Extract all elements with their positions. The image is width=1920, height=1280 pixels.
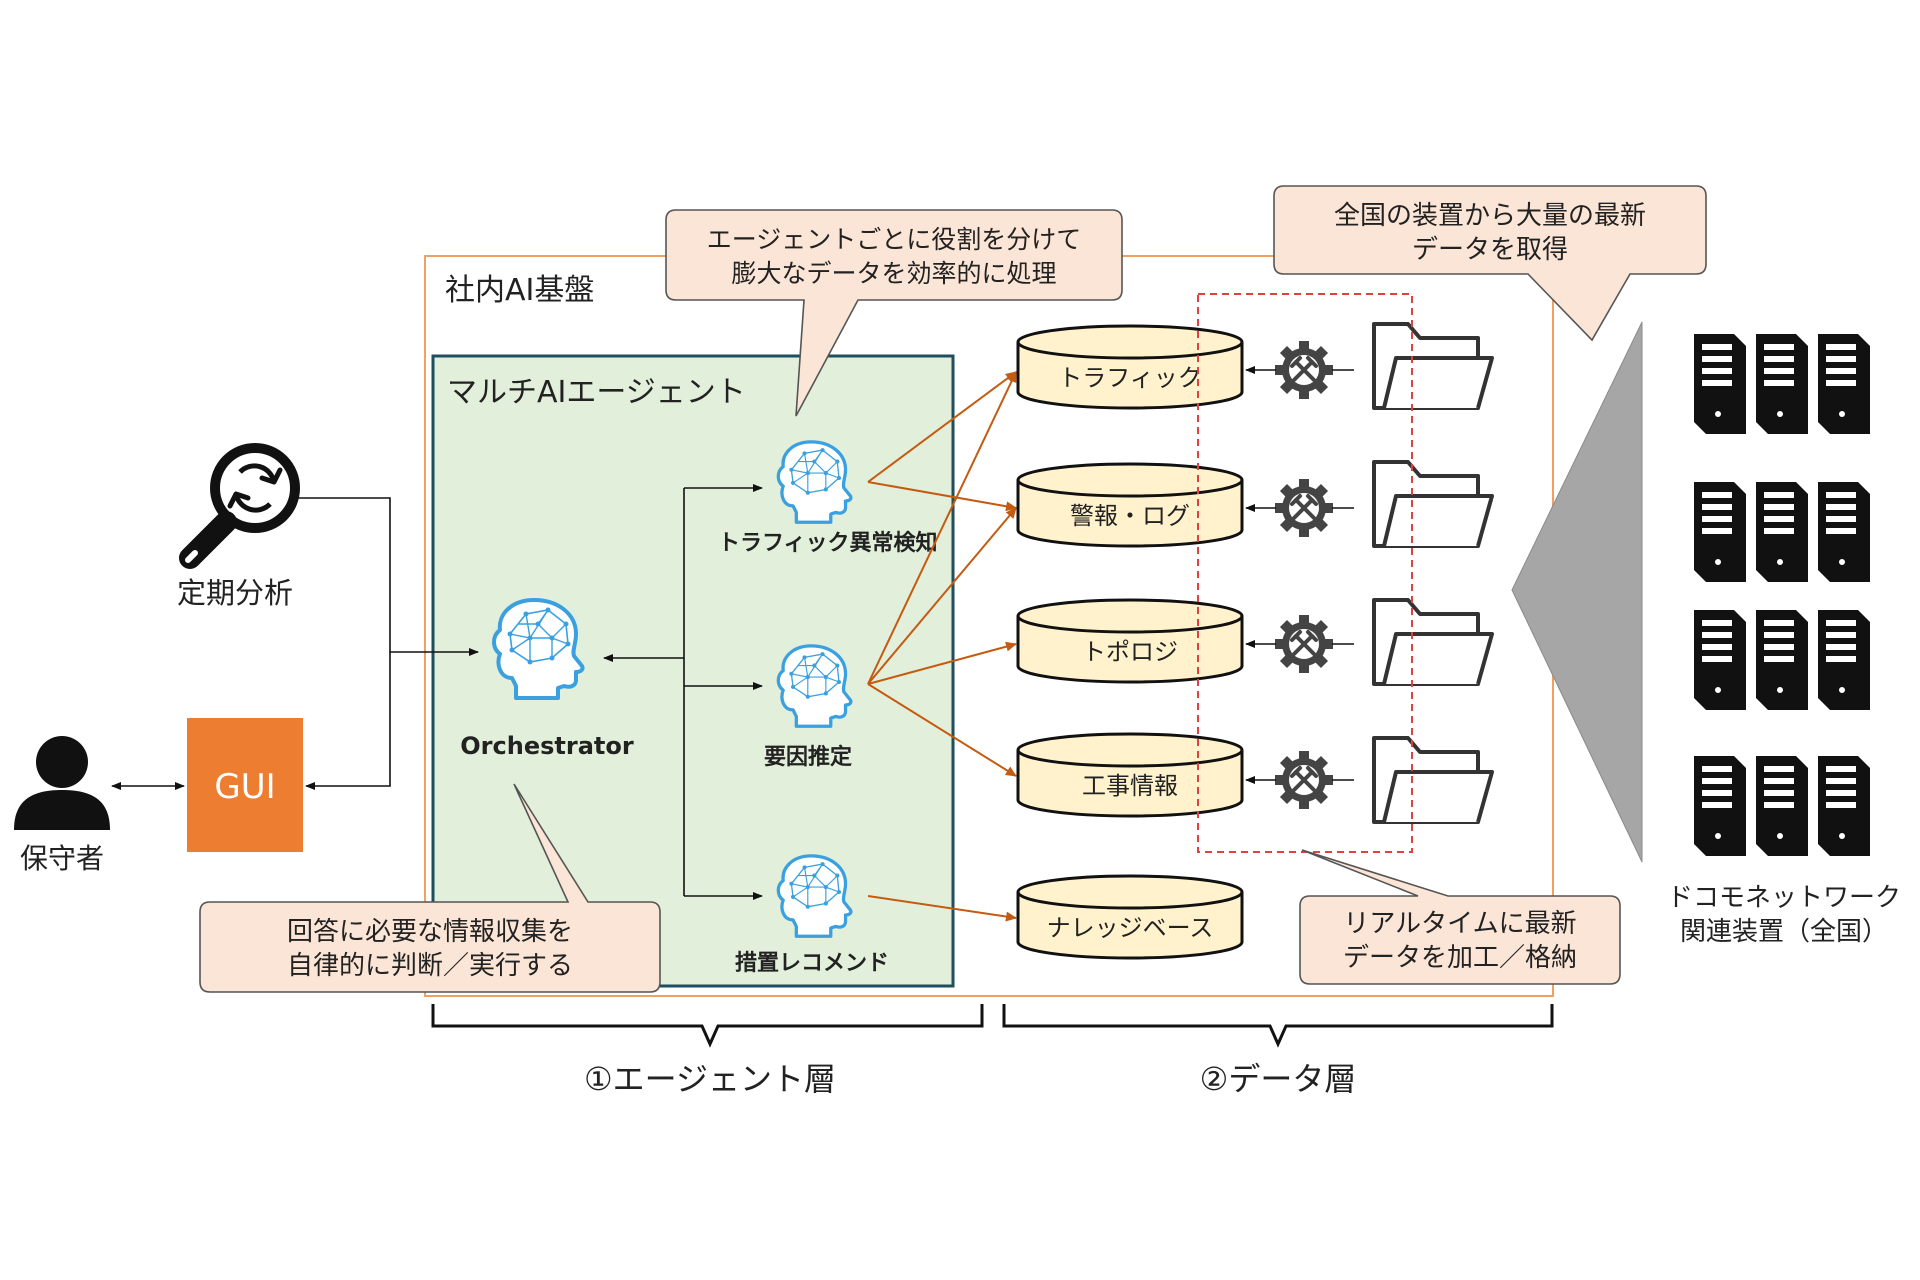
callout-realtime-line2: データを加工／格納 (1343, 943, 1577, 973)
callout-agent-roles-line2: 膨大なデータを効率的に処理 (731, 259, 1056, 288)
database-construction-label: 工事情報 (1082, 772, 1178, 800)
periodic-connector (298, 497, 391, 652)
data-layer-label: ②データ層 (1200, 1060, 1357, 1098)
server-rack-icon (1694, 482, 1870, 582)
server-rack-icon (1694, 334, 1870, 434)
multi-agent-label: マルチAIエージェント (447, 375, 746, 410)
callout-orchestrator-line2: 自律的に判断／実行する (287, 951, 573, 981)
search-refresh-icon (179, 443, 300, 569)
folder-icon (1372, 322, 1494, 410)
gui-button[interactable]: GUI (187, 718, 303, 852)
agent-traffic-label: トラフィック異常検知 (718, 530, 938, 556)
server-rack-icon (1694, 610, 1870, 710)
database-traffic-label: トラフィック (1058, 364, 1202, 392)
callout-agent-roles-line1: エージェントごとに役割を分けて (707, 225, 1082, 254)
orchestrator-label: Orchestrator (460, 732, 634, 760)
agent-cause-label: 要因推定 (764, 744, 852, 770)
devices-label-line1: ドコモネットワーク (1667, 883, 1901, 913)
database-traffic (1016, 324, 1244, 410)
callout-realtime-line1: リアルタイムに最新 (1343, 909, 1576, 939)
callout-nationwide-line2: データを取得 (1412, 235, 1568, 265)
callout-nationwide-line1: 全国の装置から大量の最新 (1334, 201, 1646, 231)
gui-orchestrator-connector (305, 648, 479, 790)
agent-layer-label: ①エージェント層 (584, 1060, 836, 1098)
database-knowledge (1016, 874, 1244, 960)
database-topology (1016, 598, 1244, 684)
user-label: 保守者 (20, 842, 104, 875)
periodic-analysis-label: 定期分析 (177, 576, 293, 610)
callout-orchestrator-line1: 回答に必要な情報収集を (287, 917, 573, 947)
callout-agent-roles: エージェントごとに役割を分けて 膨大なデータを効率的に処理 (665, 209, 1123, 417)
gear-tools-icon (1273, 613, 1335, 675)
gui-label: GUI (214, 767, 275, 807)
server-rack-icon (1694, 756, 1870, 856)
folder-icon (1372, 598, 1494, 686)
folder-icon (1372, 460, 1494, 548)
database-alarm-log (1016, 462, 1244, 548)
devices-label-line2: 関連装置（全国） (1680, 917, 1888, 947)
data-layer-brace (1002, 1004, 1554, 1048)
gear-tools-icon (1273, 339, 1335, 401)
callout-orchestrator: 回答に必要な情報収集を 自律的に判断／実行する (199, 783, 661, 993)
callout-nationwide: 全国の装置から大量の最新 データを取得 (1273, 185, 1707, 342)
database-construction (1016, 732, 1244, 818)
database-topology-label: トポロジ (1082, 638, 1178, 666)
user-icon (14, 736, 110, 830)
agent-db-arrows (867, 371, 1017, 922)
platform-label: 社内AI基盤 (445, 273, 594, 308)
database-alarm-log-label: 警報・ログ (1070, 502, 1190, 530)
agent-recommend-label: 措置レコメンド (735, 951, 889, 976)
data-collection-funnel (1511, 321, 1643, 863)
gear-tools-icon (1273, 749, 1335, 811)
folder-icon (1372, 736, 1494, 824)
agent-layer-brace (431, 1004, 984, 1048)
gear-tools-icon (1273, 477, 1335, 539)
database-knowledge-label: ナレッジベース (1047, 914, 1214, 942)
callout-realtime: リアルタイムに最新 データを加工／格納 (1299, 849, 1621, 985)
